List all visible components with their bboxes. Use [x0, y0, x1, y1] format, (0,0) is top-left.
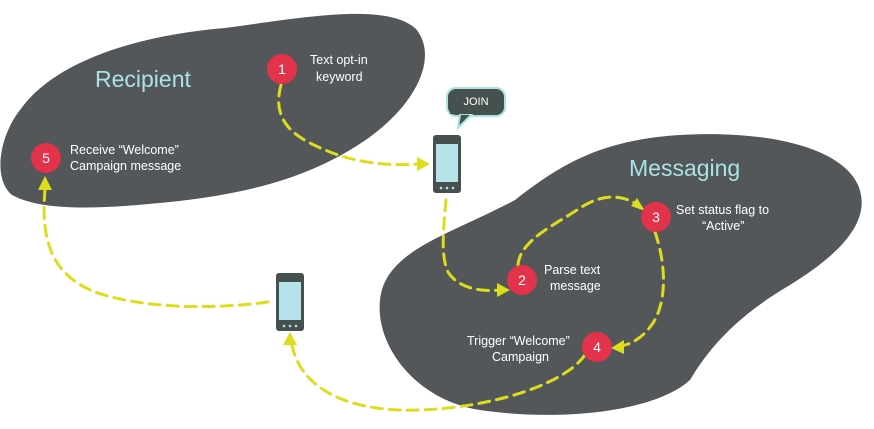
step-5: 5 Receive “Welcome” Campaign message — [31, 143, 181, 173]
step-3-line-2: “Active” — [702, 219, 744, 233]
step-2-badge — [507, 265, 537, 295]
step-3-badge — [641, 202, 671, 232]
join-text: JOIN — [463, 96, 488, 108]
join-bubble: JOIN — [446, 87, 506, 131]
step-4: 4 Trigger “Welcome” Campaign — [467, 332, 612, 364]
step-2-line-1: Parse text — [544, 263, 601, 277]
step-1: 1 Text opt-in keyword — [267, 53, 368, 84]
arrowhead-to-step5 — [38, 176, 52, 190]
step-5-badge — [31, 143, 61, 173]
arrowhead-to-step2 — [497, 283, 510, 297]
step-5-line-1: Receive “Welcome” — [70, 143, 179, 157]
arrowhead-to-phone-lower — [283, 332, 297, 345]
messaging-title: Messaging — [629, 155, 740, 181]
step-4-badge — [582, 332, 612, 362]
step-4-line-1: Trigger “Welcome” — [467, 334, 570, 348]
step-5-number: 5 — [42, 150, 50, 166]
arrowhead-to-step4 — [611, 340, 624, 354]
step-4-number: 4 — [593, 339, 601, 355]
flow-step1-to-phone — [277, 83, 420, 167]
phone-icon — [274, 271, 306, 333]
recipient-region — [0, 13, 425, 208]
step-1-line-2: keyword — [316, 70, 363, 84]
step-1-line-1: Text opt-in — [310, 53, 368, 67]
step-3-number: 3 — [652, 209, 660, 225]
arrowhead-to-step3 — [631, 198, 645, 211]
flow-phone-to-step5 — [42, 188, 270, 309]
step-2: 2 Parse text message — [507, 263, 601, 295]
step-2-number: 2 — [518, 272, 526, 288]
step-2-line-2: message — [550, 279, 601, 293]
phone-icon — [431, 133, 463, 195]
step-3: 3 Set status flag to “Active” — [641, 202, 769, 233]
recipient-title: Recipient — [95, 66, 191, 92]
flow-step3-to-step4 — [618, 230, 665, 348]
step-5-line-2: Campaign message — [70, 159, 181, 173]
step-4-line-2: Campaign — [492, 350, 549, 364]
step-3-line-1: Set status flag to — [676, 203, 769, 217]
messaging-region — [379, 134, 862, 415]
step-1-number: 1 — [278, 61, 286, 77]
flow-phone-to-step2 — [441, 198, 502, 292]
flow-step4-to-phone — [290, 343, 587, 412]
arrowhead-to-phone — [417, 157, 430, 171]
step-1-badge — [267, 54, 297, 84]
flow-step2-to-step3 — [516, 195, 640, 267]
